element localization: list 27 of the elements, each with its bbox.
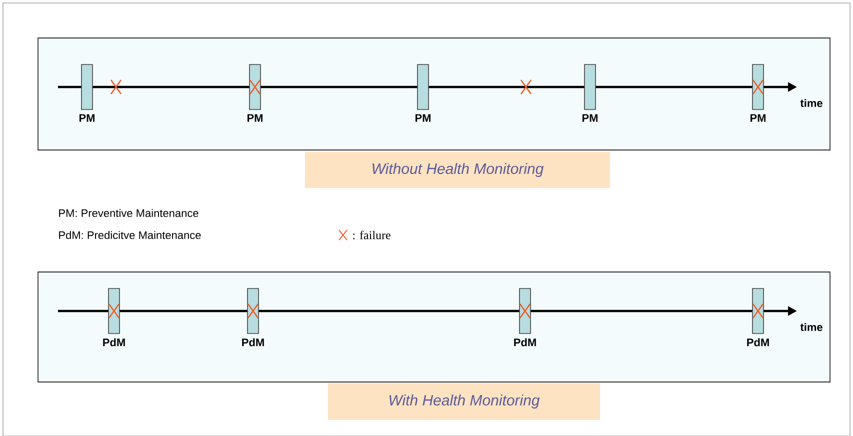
- maintenance-bar: [247, 288, 259, 334]
- bar-label: PM: [248, 114, 263, 122]
- timeline-panel: [38, 272, 830, 382]
- legend-text: : failure: [353, 230, 390, 240]
- legend-text: PM: Preventive Maintenance: [59, 208, 198, 218]
- bar-label: PM: [416, 114, 431, 122]
- bar-label: PdM: [242, 338, 264, 346]
- maintenance-bar: [417, 64, 429, 110]
- bar-label: PdM: [103, 338, 125, 346]
- bar-label: PM: [80, 114, 94, 122]
- maintenance-bar: [752, 64, 764, 110]
- timeline-panel: [38, 38, 830, 150]
- maintenance-bar: [249, 64, 261, 110]
- bar-label: PM: [582, 114, 598, 122]
- maintenance-bar: [108, 288, 120, 334]
- caption-box: Without Health Monitoring: [305, 152, 610, 188]
- axis-label: time: [800, 322, 822, 332]
- caption-box: With Health Monitoring: [328, 383, 600, 420]
- bar-label: PM: [750, 114, 766, 122]
- legend-text: PdM: Predicitve Maintenance: [59, 230, 201, 240]
- bar-label: PdM: [514, 338, 536, 346]
- maintenance-bar: [519, 288, 531, 334]
- axis-label: time: [800, 98, 822, 108]
- maintenance-bar: [584, 64, 596, 110]
- maintenance-bar: [752, 288, 764, 334]
- bar-label: PdM: [747, 338, 769, 346]
- maintenance-bar: [81, 64, 93, 110]
